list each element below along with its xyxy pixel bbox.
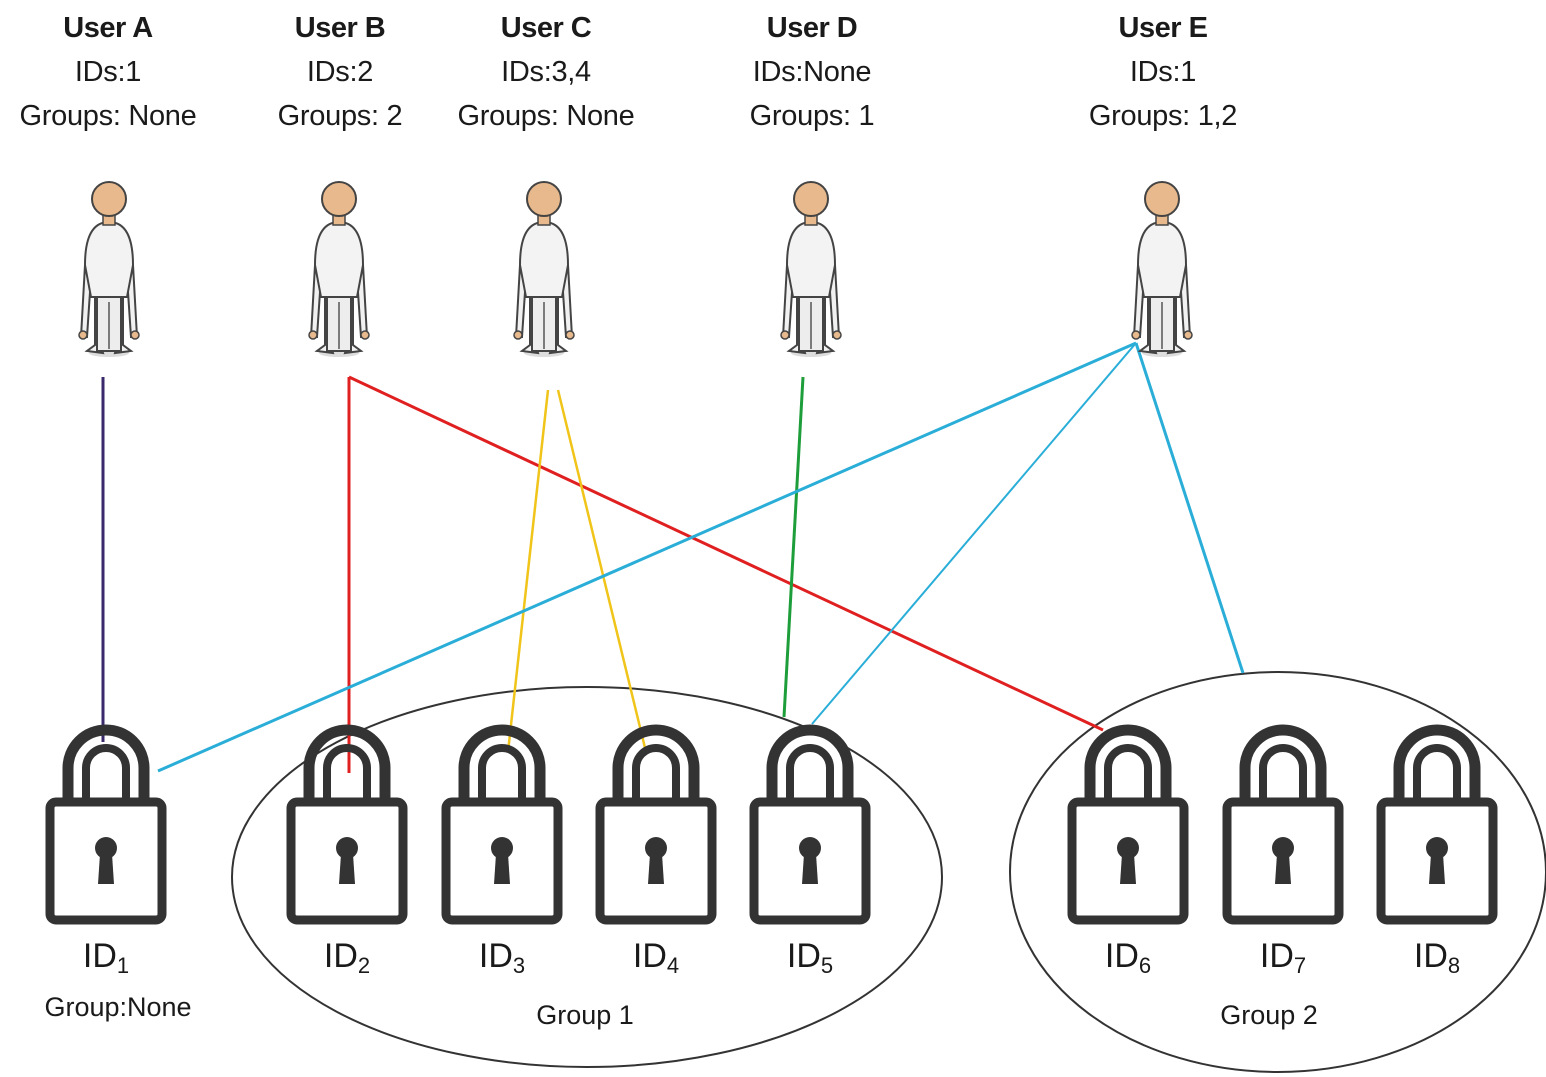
- group-2-ellipse: [1009, 671, 1546, 1073]
- user-d-connections: [782, 376, 805, 718]
- user-name: User B: [294, 12, 386, 44]
- lock-label-prefix: ID: [323, 937, 358, 975]
- user-ids: IDs:2: [306, 56, 374, 88]
- group-1-ellipse: [231, 686, 943, 1068]
- lock-label-prefix: ID: [632, 937, 667, 975]
- lock-icon: [50, 730, 162, 920]
- lock-label-subscript: 2: [357, 953, 371, 978]
- lock-label-id2: ID2: [287, 936, 407, 986]
- lock-icon: [1072, 730, 1184, 920]
- lock-icon: [291, 730, 403, 920]
- lock-label-subscript: 1: [116, 953, 130, 978]
- user-b-label: User B IDs:2 Groups: 2: [220, 6, 460, 138]
- user-ids: IDs:None: [752, 56, 872, 88]
- lock-label-prefix: ID: [82, 937, 117, 975]
- lock-label-subscript: 3: [512, 953, 526, 978]
- lock-label-id4: ID4: [596, 936, 716, 986]
- id1-group-label: Group:None: [44, 992, 192, 1022]
- lock-label-id6: ID6: [1068, 936, 1188, 986]
- lock-label-prefix: ID: [1259, 937, 1294, 975]
- user-e-to-id1-line: [157, 341, 1137, 773]
- lock-icon: [1227, 730, 1339, 920]
- lock-icon: [754, 730, 866, 920]
- lock-icon: [600, 730, 712, 920]
- user-c-to-id4-line: [556, 389, 648, 753]
- user-b-connections: [347, 375, 1104, 773]
- user-e-connections: [157, 341, 1245, 773]
- lock-label-subscript: 7: [1293, 953, 1307, 978]
- user-e-to-group1-line: [811, 342, 1137, 725]
- user-groups: Groups: 2: [277, 100, 403, 132]
- lock-label-subscript: 5: [820, 953, 834, 978]
- lock-label-subscript: 6: [1138, 953, 1152, 978]
- lock-label-id1: ID1: [46, 936, 166, 986]
- user-ids: IDs:3,4: [501, 56, 591, 88]
- lock-label-prefix: ID: [786, 937, 821, 975]
- user-name: User C: [500, 12, 592, 44]
- lock-icon: [446, 730, 558, 920]
- user-a-label: User A IDs:1 Groups: None: [0, 6, 228, 138]
- user-name: User A: [63, 12, 153, 44]
- person-icon: [308, 181, 370, 358]
- group-1-label: Group 1: [536, 1000, 634, 1030]
- user-c-to-id3-line: [506, 389, 550, 753]
- user-e-to-group2-line: [1134, 342, 1245, 674]
- lock-label-prefix: ID: [1104, 937, 1139, 975]
- user-name: User E: [1118, 12, 1208, 44]
- user-groups: Groups: 1,2: [1088, 100, 1238, 132]
- user-name: User D: [766, 12, 858, 44]
- person-icon: [78, 181, 140, 358]
- lock-label-prefix: ID: [478, 937, 513, 975]
- user-c-label: User C IDs:3,4 Groups: None: [426, 6, 666, 138]
- user-groups: Groups: 1: [749, 100, 875, 132]
- user-groups: Groups: None: [19, 100, 197, 132]
- lock-icon: [1381, 730, 1493, 920]
- user-ids: IDs:1: [1129, 56, 1197, 88]
- lock-label-subscript: 4: [666, 953, 680, 978]
- user-b-to-group2-line: [348, 375, 1104, 732]
- person-icon: [1131, 181, 1193, 358]
- lock-label-subscript: 8: [1447, 953, 1461, 978]
- lock-label-prefix: ID: [1413, 937, 1448, 975]
- user-d-to-group1-line: [782, 376, 805, 718]
- lock-label-id3: ID3: [442, 936, 562, 986]
- lock-label-id7: ID7: [1223, 936, 1343, 986]
- person-icon: [513, 181, 575, 358]
- lock-label-id8: ID8: [1377, 936, 1497, 986]
- user-groups: Groups: None: [457, 100, 635, 132]
- user-ids: IDs:1: [74, 56, 142, 88]
- user-c-connections: [506, 389, 648, 753]
- user-d-label: User D IDs:None Groups: 1: [692, 6, 932, 138]
- user-e-label: User E IDs:1 Groups: 1,2: [1043, 6, 1283, 138]
- lock-label-id5: ID5: [750, 936, 870, 986]
- group-2-label: Group 2: [1220, 1000, 1318, 1030]
- person-icon: [780, 181, 842, 358]
